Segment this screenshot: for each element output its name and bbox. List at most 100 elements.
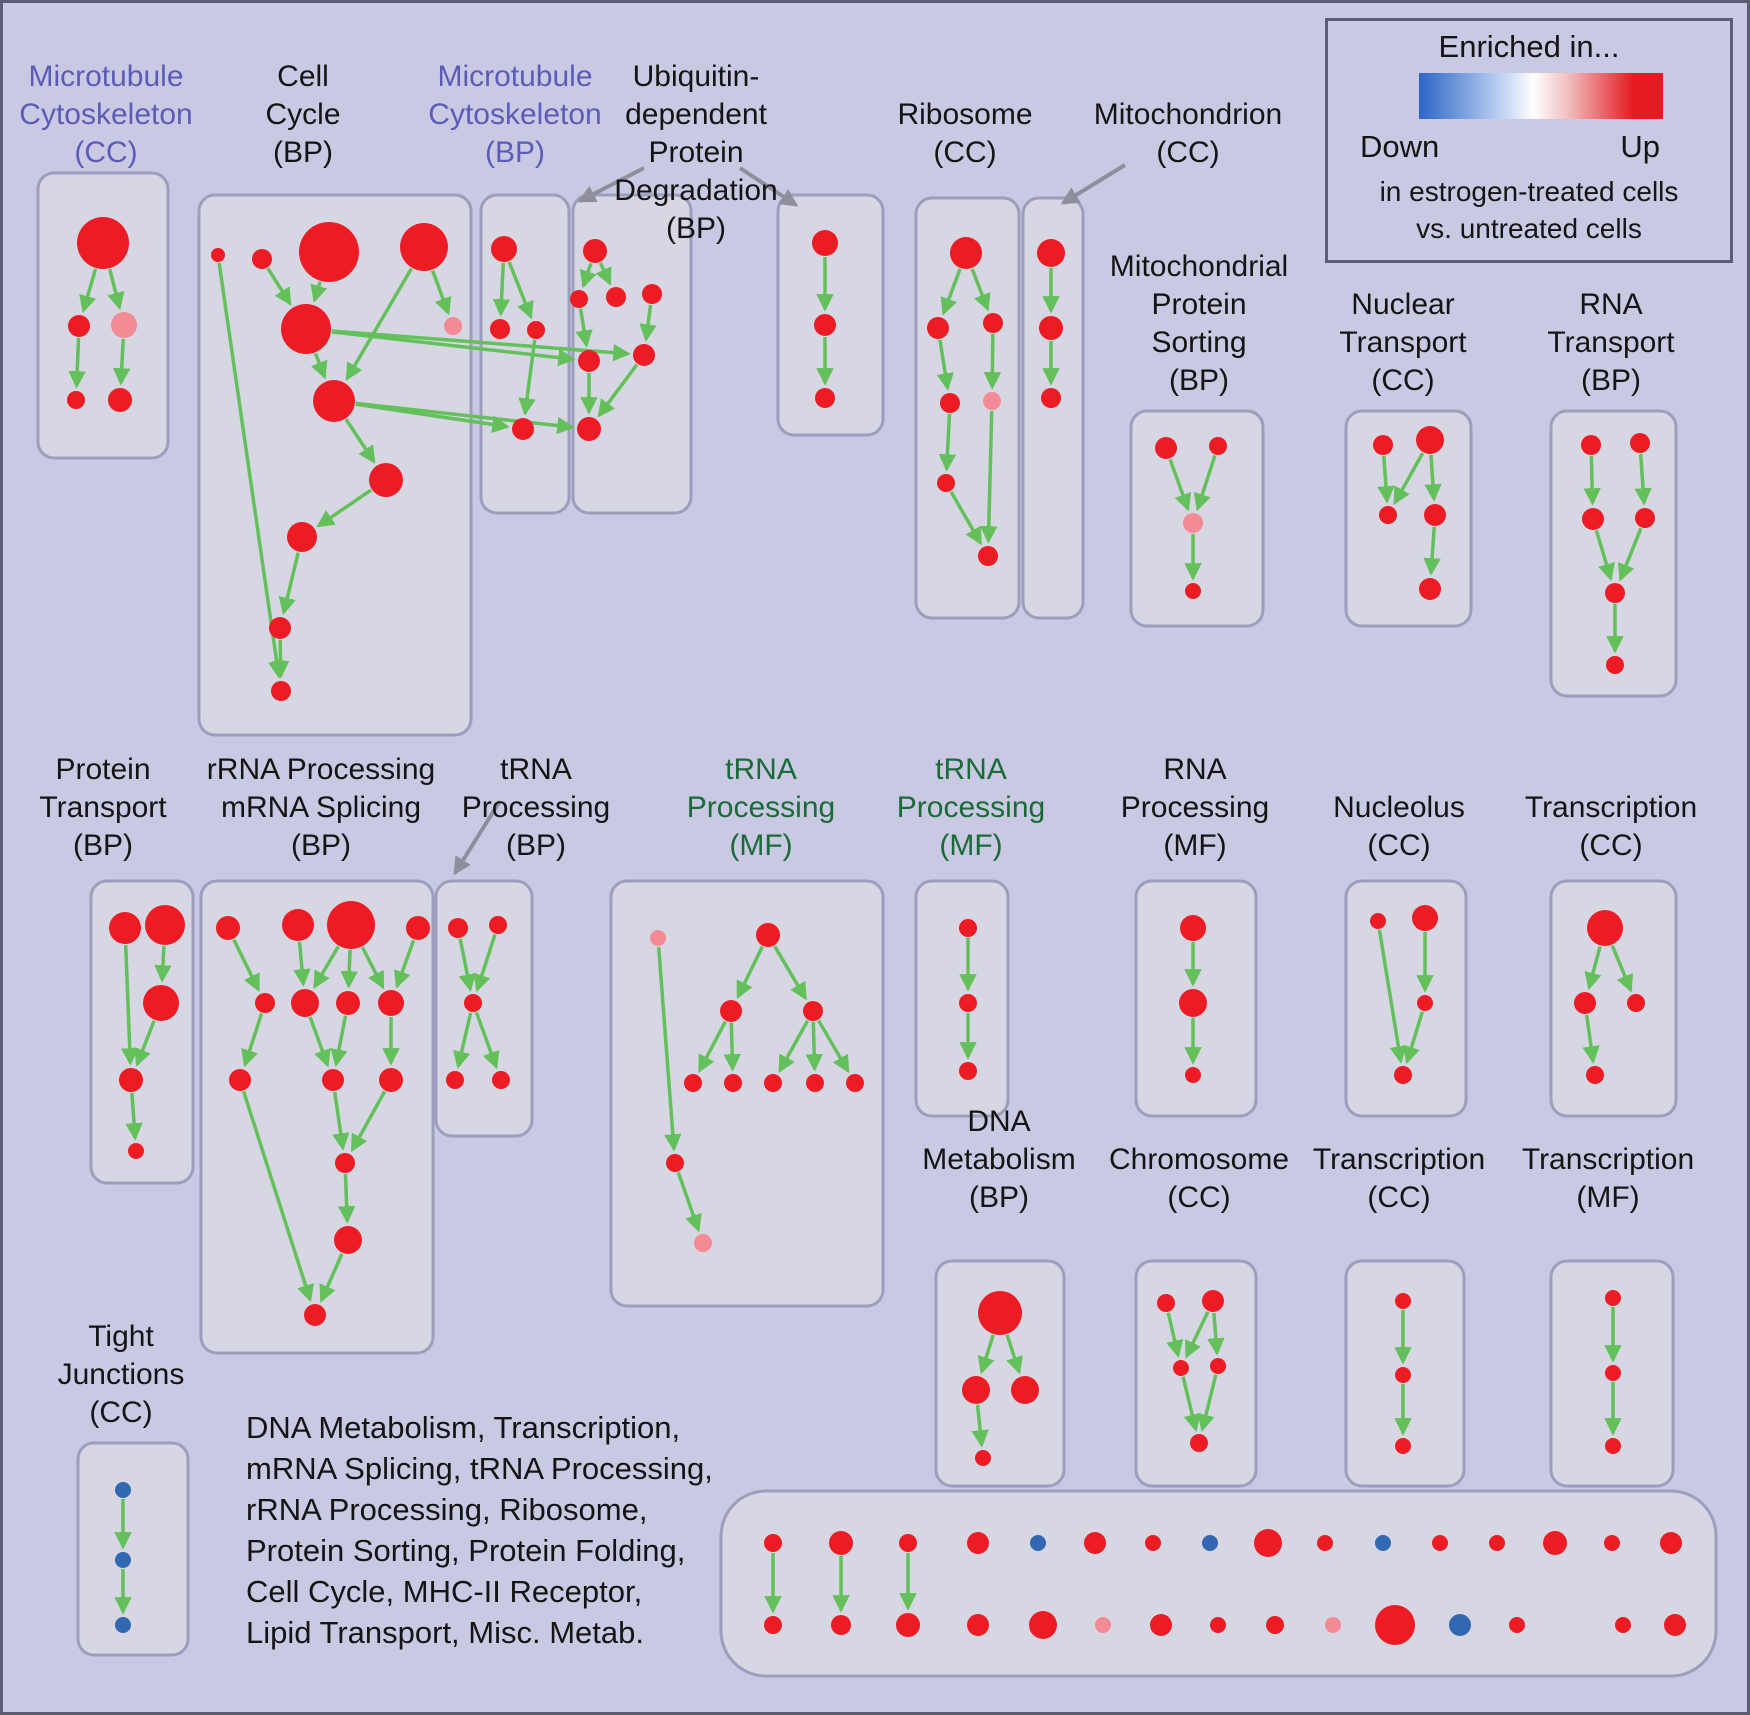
edge-rr12-rr13	[319, 1253, 344, 1303]
gene-node-bb15	[1489, 1535, 1505, 1551]
gene-node-ch0	[1157, 1294, 1175, 1312]
gene-node-rb5	[937, 474, 955, 492]
gene-node-rb3	[940, 393, 960, 413]
edge-pt1-pt2	[154, 945, 172, 983]
edge-cc1-cc4	[266, 267, 292, 306]
gene-node-bb16	[1543, 1531, 1567, 1555]
gene-node-tn2	[959, 1062, 977, 1080]
edge-tc0-tc2	[1610, 944, 1634, 993]
gene-node-pt3	[119, 1068, 143, 1092]
gene-node-rr9	[322, 1069, 344, 1091]
edge-cc7-cc8	[316, 488, 373, 528]
gene-node-rr2	[327, 901, 375, 949]
gene-node-nt4	[1419, 578, 1441, 600]
gene-node-mc2	[111, 312, 137, 338]
gene-node-pt4	[128, 1143, 144, 1159]
gene-node-bb24	[1266, 1616, 1284, 1634]
edge-ch3-ch4	[1197, 1374, 1218, 1432]
gene-node-rr6	[336, 991, 360, 1015]
gene-node-mb1	[490, 319, 510, 339]
edge-rb4-rb6	[980, 410, 998, 544]
edge-rt0-rt2	[1583, 455, 1601, 506]
gene-node-rt3	[1635, 508, 1655, 528]
gene-node-rb2	[983, 313, 1003, 333]
edge-mc1-mc3	[68, 337, 86, 389]
edge-nt3-nt4	[1423, 526, 1441, 576]
legend-title: Enriched in...	[1438, 29, 1620, 64]
edge-rr3-rr7	[393, 939, 416, 989]
cluster-box-mitochondrion-cc	[1021, 196, 1085, 620]
gene-node-dm0	[978, 1291, 1022, 1335]
gene-node-ch1	[1202, 1290, 1224, 1312]
edge-tm9-tm10	[676, 1171, 702, 1233]
edge-cc9-cc10	[271, 639, 290, 679]
gene-node-cc6	[313, 380, 355, 422]
annotation-arrow-2	[738, 166, 799, 207]
edge-ch1-ch3	[1207, 1312, 1225, 1356]
edge-ud0-ud1	[579, 262, 597, 289]
gene-node-rt0	[1581, 435, 1601, 455]
gene-node-cc4	[281, 304, 331, 354]
gene-node-bb6	[967, 1532, 989, 1554]
gene-node-tj0	[115, 1482, 131, 1498]
legend-down-label: Down	[1360, 129, 1440, 164]
gene-node-bb0	[764, 1534, 782, 1552]
edge-tm2-tm5	[723, 1022, 741, 1072]
gene-node-tm2	[720, 1000, 742, 1022]
gene-node-cc10	[271, 681, 291, 701]
gene-node-rt5	[1606, 656, 1624, 674]
gene-node-bb9	[1145, 1535, 1161, 1551]
legend-up-label: Up	[1620, 129, 1660, 164]
edge-mc2-mc4	[112, 338, 131, 386]
gene-node-bb13	[1375, 1535, 1391, 1551]
legend-subtitle-line1: in estrogen-treated cells	[1379, 176, 1679, 207]
edges-layer	[68, 257, 1652, 1615]
edge-mb0-mb1	[492, 262, 511, 317]
edge-mp1-mp2	[1193, 454, 1217, 512]
edge-dm0-dm2	[1005, 1334, 1023, 1375]
edge-pt0-pt3	[120, 944, 139, 1066]
cluster-box-protein-transport-bp	[89, 879, 195, 1185]
annotation-arrow-3	[1060, 163, 1127, 205]
edge-rr6-rr9	[330, 1015, 348, 1067]
gene-node-pt2	[143, 985, 179, 1021]
edge-tm3-tm6	[778, 1019, 810, 1074]
gene-node-bb3	[831, 1615, 851, 1635]
edge-cc8-cc9	[278, 552, 300, 615]
edge-mc0-mc2	[107, 268, 125, 311]
edge-rt1-rt3	[1634, 453, 1652, 506]
gene-node-rr10	[379, 1068, 403, 1092]
gene-node-dm3	[975, 1450, 991, 1466]
gene-node-tm8	[846, 1074, 864, 1092]
gene-node-rp0	[1180, 915, 1206, 941]
edge-tb1-tb2	[473, 933, 497, 993]
cluster-box-rna-transport-bp	[1549, 409, 1678, 698]
gene-node-dm2	[1011, 1376, 1039, 1404]
edge-rb0-rb1	[940, 268, 962, 316]
gene-node-pt1	[145, 905, 185, 945]
gene-node-ud4	[578, 350, 600, 372]
gene-node-nt3	[1424, 504, 1446, 526]
gene-node-nt0	[1373, 435, 1393, 455]
gene-node-bb11	[1254, 1529, 1282, 1557]
gene-node-nu1	[1412, 905, 1438, 931]
legend-subtitle-line2: vs. untreated cells	[1416, 213, 1642, 244]
edge-cc0-cc10	[217, 262, 286, 679]
gene-node-cc2	[299, 222, 359, 282]
gene-node-rb1	[927, 317, 949, 339]
edge-tc0-tc1	[1584, 945, 1602, 991]
gene-node-bb2	[829, 1531, 853, 1555]
gene-node-rb0	[950, 237, 982, 269]
gene-node-rr13	[304, 1304, 326, 1326]
edge-cc6-cc7	[344, 418, 376, 464]
gene-node-nu3	[1394, 1066, 1412, 1084]
gene-node-t30	[1605, 1290, 1621, 1306]
gene-node-bb21	[1095, 1617, 1111, 1633]
gene-node-rb4	[983, 392, 1001, 410]
gene-node-ud6	[577, 417, 601, 441]
gene-node-bb4	[899, 1534, 917, 1552]
gene-node-mc1	[68, 315, 90, 337]
edge-ch1-ch2	[1185, 1311, 1210, 1359]
gene-node-rr7	[378, 990, 404, 1016]
cluster-box-misc-bottom	[719, 1489, 1718, 1678]
